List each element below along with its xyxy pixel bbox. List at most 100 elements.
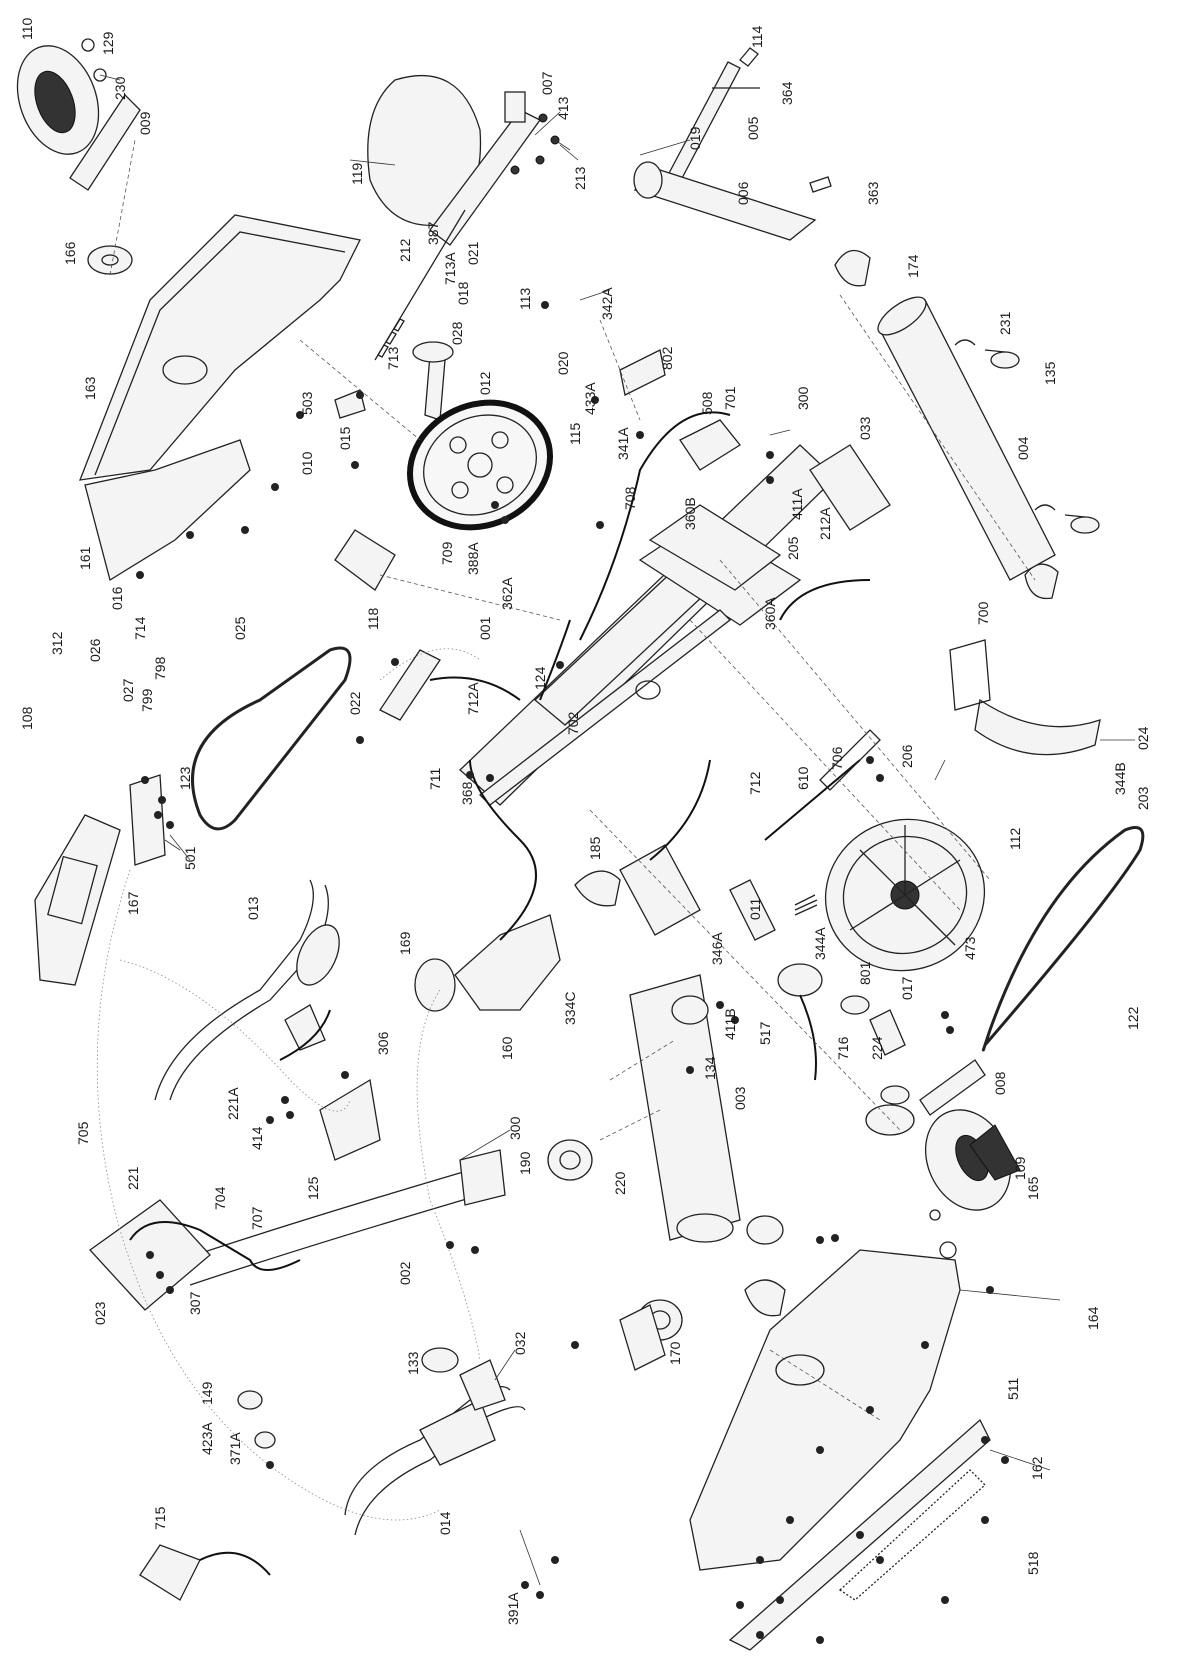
label-119: 119 [349,162,365,185]
label-125: 125 [305,1176,321,1200]
bracket-020 [619,349,666,396]
label-190-a: 190 [517,1151,533,1175]
label-802: 802 [659,346,675,370]
label-205: 205 [785,536,801,560]
stem-125 [319,1078,381,1161]
label-387: 387 [425,221,441,245]
cap-134b [746,1215,784,1245]
crank-arm-009 [69,93,141,191]
label-707-a: 707 [249,1206,265,1230]
console [34,814,121,986]
label-334C-a: 334C [562,992,578,1025]
label-129: 129 [100,31,116,55]
part-labels: 110 129 230 009 166 163 161 503 010 015 … [19,17,1151,1625]
label-364: 364 [779,81,795,105]
label-300-a: 300 [795,386,811,410]
shaft-012 [424,354,446,421]
label-001: 001 [477,616,493,640]
bracket-033a [809,444,891,531]
label-701: 701 [722,386,738,410]
label-017: 017 [899,976,915,1000]
knob-114 [739,47,759,67]
label-220: 220 [612,1171,628,1195]
nut-230b [929,1209,941,1221]
label-174-a: 174 [905,254,921,278]
label-206-a: 206 [899,744,915,768]
label-508-a: 508 [699,391,715,415]
label-414: 414 [249,1126,265,1150]
nut-230 [93,68,107,82]
label-700: 700 [975,601,991,625]
label-702: 702 [565,711,581,735]
spring-706 [819,729,881,791]
flywheel-115 [406,399,554,531]
belt-123 [191,646,352,831]
label-518-a: 518 [1025,1551,1041,1575]
label-423A: 423A [199,1422,215,1455]
clip-231b [1034,504,1056,511]
end-cap-174c [574,870,621,907]
bolt-363 [809,176,832,193]
sleeve-032 [459,1359,506,1411]
label-716: 716 [835,1036,851,1060]
label-346A: 346A [709,932,725,965]
bearing-801a [840,995,870,1015]
end-cap-174a [834,249,871,287]
front-foot-003 [629,974,741,1241]
label-019: 019 [687,126,703,150]
label-020: 020 [555,351,571,375]
label-503: 503 [299,391,315,415]
label-368-a: 368 [459,781,475,805]
label-108: 108 [19,706,35,730]
label-610-a: 610 [795,766,811,790]
label-344B: 344B [1112,762,1128,795]
label-712: 712 [747,771,763,795]
label-163: 163 [82,376,98,400]
label-007: 007 [539,71,555,95]
label-411B-a: 411B [722,1008,738,1040]
grip-133 [421,1347,459,1373]
label-015: 015 [337,426,353,450]
label-715: 715 [152,1506,168,1530]
label-306: 306 [375,1031,391,1055]
label-714: 714 [132,616,148,640]
label-705-a: 705 [75,1121,91,1145]
label-312-a: 312 [49,631,65,655]
label-005: 005 [745,116,761,140]
adapter-715 [139,1544,201,1601]
label-160: 160 [499,1036,515,1060]
cap-118 [334,529,396,591]
label-011: 011 [747,897,763,920]
label-027: 027 [120,678,136,702]
label-162: 162 [1029,1456,1045,1480]
bracket-033b [619,844,701,936]
label-025: 025 [232,616,248,640]
label-341A: 341A [615,427,631,460]
bracket-169 [414,958,456,1012]
label-169: 169 [397,931,413,955]
label-799: 799 [139,688,155,712]
label-014: 014 [437,1511,453,1535]
console-mount-167 [129,774,166,866]
label-133: 133 [405,1351,421,1375]
label-212A: 212A [817,507,833,540]
flywheel-112 [824,818,986,972]
label-473: 473 [962,936,978,960]
label-016-a: 016 [109,586,125,610]
axle-011 [729,879,776,941]
label-122: 122 [1125,1006,1141,1030]
spring-610 [794,894,818,916]
label-026: 026 [87,638,103,662]
label-149: 149 [199,1381,215,1405]
label-033-a: 033 [857,416,873,440]
label-018: 018 [455,281,471,305]
label-413: 413 [555,96,571,120]
label-021: 021 [465,241,481,265]
label-212: 212 [397,238,413,262]
label-801-a: 801 [857,961,873,985]
cap-129b [939,1241,957,1259]
label-112: 112 [1007,827,1023,850]
label-231-a: 231 [997,311,1013,335]
label-028: 028 [449,321,465,345]
